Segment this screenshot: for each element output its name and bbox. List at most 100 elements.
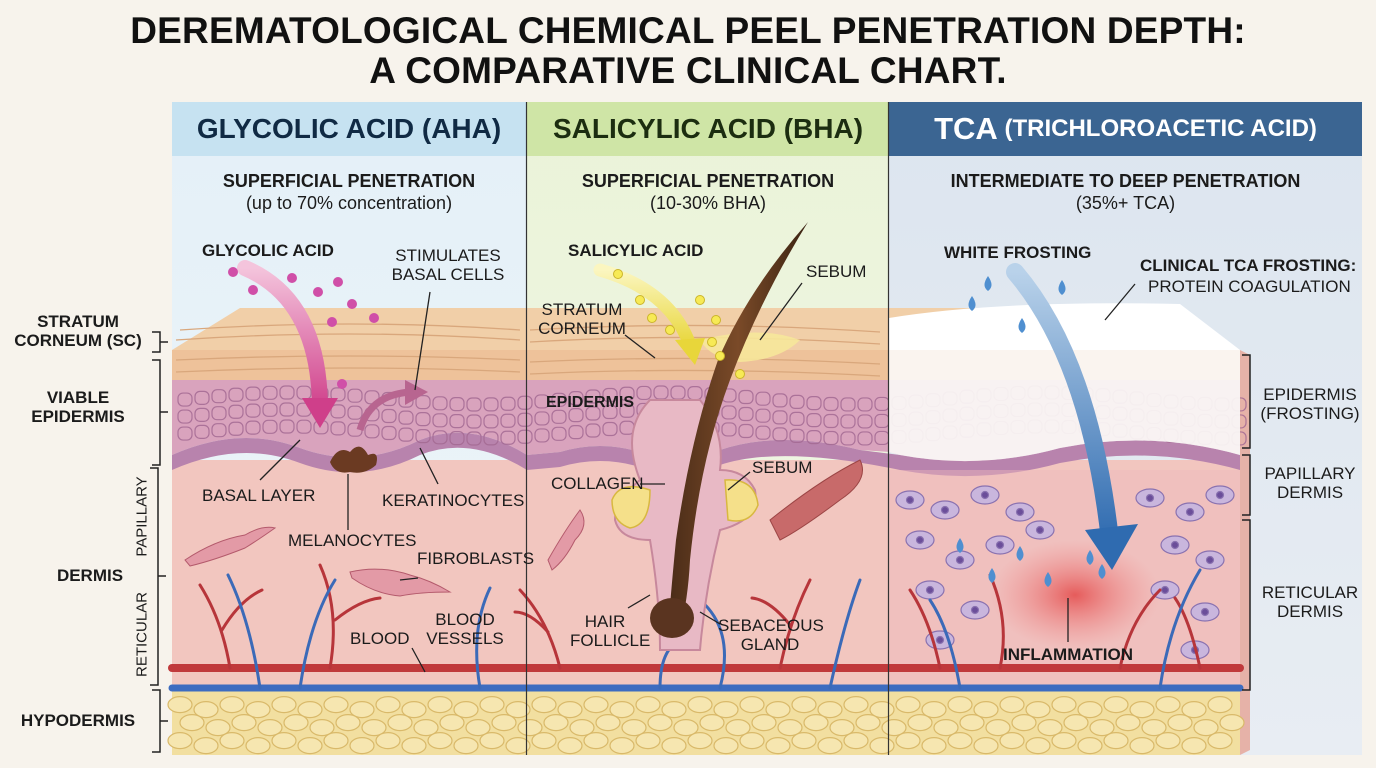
epidermis-cell — [466, 414, 482, 429]
cell-nucleus — [1200, 607, 1210, 617]
fat-cell — [491, 714, 517, 732]
bha-header-bg — [527, 102, 889, 156]
fat-cell — [557, 701, 583, 719]
fat-cell — [1141, 719, 1167, 737]
bha-stratum-corneum-label: STRATUM CORNEUM — [538, 300, 626, 339]
fat-cell — [817, 737, 843, 755]
fat-cell — [713, 737, 739, 755]
tca-header-main: TCA — [934, 111, 998, 146]
fat-cell — [349, 737, 375, 755]
epidermis-cell — [636, 385, 652, 401]
left-brackets — [150, 331, 168, 753]
fat-cell — [621, 719, 647, 737]
fat-cell — [921, 701, 947, 719]
fat-cell — [297, 701, 323, 719]
fat-cell — [751, 714, 777, 732]
epidermis-cell — [211, 423, 227, 438]
acid-droplet — [1086, 550, 1094, 565]
aha-blood-label: BLOOD — [350, 629, 410, 648]
epidermis-cell — [534, 394, 550, 409]
epidermis-cell — [806, 396, 822, 411]
fat-cell — [1193, 719, 1219, 737]
fat-cell — [1063, 714, 1089, 732]
fat-cell — [1219, 714, 1245, 732]
inflammation-zone — [990, 540, 1160, 650]
fat-cell — [271, 732, 297, 750]
fat-cell — [479, 696, 505, 714]
aha-header: GLYCOLIC ACID (AHA) — [172, 102, 526, 156]
epidermis-cell — [262, 419, 278, 434]
cell-nucleus — [915, 535, 925, 545]
tca-depth: INTERMEDIATE TO DEEP PENETRATION (35%+ T… — [889, 171, 1362, 214]
epidermis-cell — [517, 395, 533, 410]
epidermis-cell — [279, 419, 295, 434]
epidermis-cell — [840, 431, 856, 446]
acid-droplet — [1098, 564, 1106, 579]
fat-cell — [947, 696, 973, 714]
fat-cell — [193, 701, 219, 719]
title-line-1: DEREMATOLOGICAL CHEMICAL PEEL PENETRATIO… — [130, 10, 1246, 51]
fat-cell — [765, 737, 791, 755]
fat-cell — [647, 714, 673, 732]
fat-cell — [505, 737, 531, 755]
fat-cell — [1011, 714, 1037, 732]
epidermis-cell — [177, 409, 193, 424]
cell-nucleus — [925, 585, 935, 595]
fat-cell — [439, 714, 465, 732]
epidermis-cell — [262, 385, 278, 400]
fat-cell — [1155, 732, 1181, 750]
fat-cell — [1103, 732, 1129, 750]
epidermis-cell — [857, 414, 873, 429]
epidermis-cell — [262, 402, 278, 417]
epidermis-cell — [415, 429, 431, 444]
aha-details — [184, 260, 452, 597]
fat-cell — [1077, 701, 1103, 719]
epidermis-cell — [755, 391, 771, 406]
epidermis-cell — [517, 412, 533, 427]
fat-cell — [843, 732, 869, 750]
epidermis-cell — [398, 410, 414, 425]
epidermis-cell — [551, 426, 567, 441]
aha-blood-vessels-label: BLOOD VESSELS — [426, 610, 504, 649]
acid-droplet — [1058, 280, 1066, 295]
fat-cell — [231, 714, 257, 732]
stratum-corneum-lines — [175, 323, 881, 377]
fat-cell — [791, 696, 817, 714]
fat-cell — [1181, 737, 1207, 755]
fat-cell — [609, 737, 635, 755]
epidermis-cell — [789, 394, 805, 409]
fat-cell — [517, 719, 543, 737]
epidermis-cell — [755, 425, 771, 440]
fat-cell — [687, 732, 713, 750]
epidermis-cell — [228, 387, 244, 402]
epidermis-cell — [551, 392, 567, 407]
tca-header-bg — [889, 102, 1362, 156]
blood-vessels — [168, 563, 1244, 692]
fat-cell — [895, 696, 921, 714]
epidermis-cell — [789, 411, 805, 426]
aha-keratinocytes-label: KERATINOCYTES — [382, 491, 525, 510]
fat-cell — [179, 714, 205, 732]
fat-cell — [595, 714, 621, 732]
label-reticular: RETICULAR — [133, 592, 151, 678]
acid-droplet — [1044, 572, 1052, 587]
fat-cell — [635, 696, 661, 714]
epidermis-cell — [245, 403, 261, 418]
epidermis-cell — [245, 420, 261, 435]
fat-cell — [973, 701, 999, 719]
epidermis-cell — [602, 404, 618, 420]
aha-stimulates-label: STIMULATES BASAL CELLS — [391, 246, 505, 285]
epidermis-cell — [381, 425, 397, 441]
epidermis-cell — [789, 428, 805, 443]
bha-details — [547, 222, 863, 651]
fat-cell — [1155, 696, 1181, 714]
bha-agent-label: SALICYLIC ACID — [568, 241, 704, 260]
fat-cell — [843, 696, 869, 714]
tca-header-rest: (TRICHLOROACETIC ACID) — [997, 115, 1317, 142]
fat-cell — [361, 719, 387, 737]
epidermis-cell — [228, 421, 244, 436]
epidermis-cell — [534, 411, 550, 426]
epidermis-cell — [296, 419, 312, 434]
epidermis-cell — [177, 426, 193, 441]
fat-cell — [569, 719, 595, 737]
